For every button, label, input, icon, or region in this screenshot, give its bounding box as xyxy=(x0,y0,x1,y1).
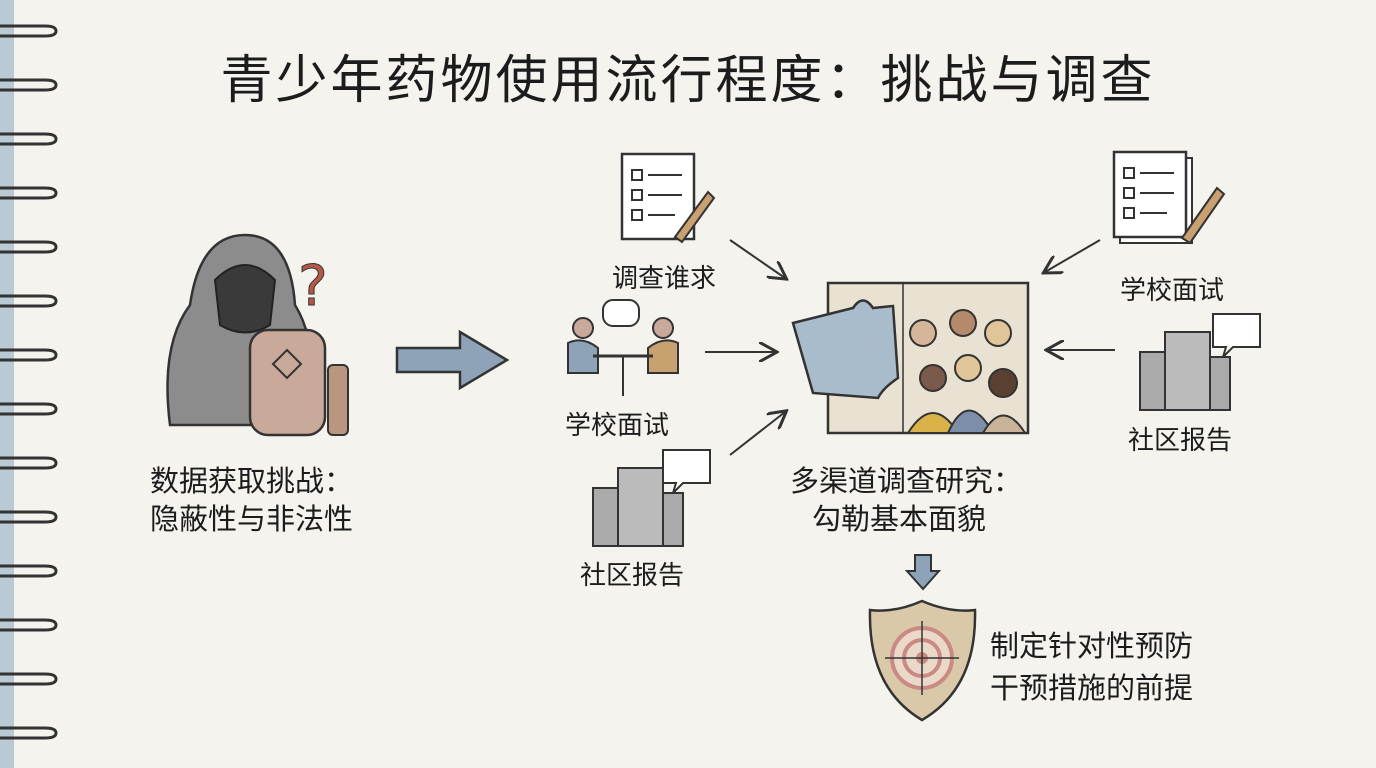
right-school-interview-label: 学校面试 xyxy=(1120,276,1225,306)
pencil-icon xyxy=(1180,186,1226,245)
spiral-ring xyxy=(0,670,60,686)
right-community-report-label: 社区报告 xyxy=(1128,426,1233,456)
survey-checklist-icon xyxy=(620,152,716,244)
pencil-icon xyxy=(673,190,716,244)
challenge-caption-line2: 隐蔽性与非法性 xyxy=(150,502,354,536)
spiral-ring xyxy=(0,346,60,362)
challenge-caption: 数据获取挑战： 隐蔽性与非法性 xyxy=(150,462,353,538)
school-interview-label: 学校面试 xyxy=(565,411,670,441)
speech-bubble-icon xyxy=(662,449,711,494)
spiral-ring xyxy=(0,724,60,740)
spiral-ring xyxy=(0,508,60,524)
down-arrow-icon xyxy=(904,554,942,591)
research-caption: 多渠道调查研究： 勾勒基本面貌 xyxy=(790,462,1022,538)
spiral-ring xyxy=(0,562,60,578)
bottle-icon xyxy=(327,364,349,436)
right-community-building-icon xyxy=(1139,313,1261,411)
spiral-ring xyxy=(0,130,60,146)
hooded-teen-icon: ? xyxy=(166,233,349,437)
right-checklist-icon xyxy=(1112,150,1226,245)
puzzle-piece-icon xyxy=(791,299,900,400)
arrow-right-interview xyxy=(1045,239,1101,272)
spiral-ring xyxy=(0,184,60,200)
community-building-icon xyxy=(592,449,711,547)
shield-target-icon xyxy=(868,599,977,722)
spiral-ring xyxy=(0,292,60,308)
spiral-ring xyxy=(0,76,60,92)
page-title: 青少年药物使用流行程度：挑战与调查 xyxy=(220,51,1156,111)
research-caption-line1: 多渠道调查研究： xyxy=(790,464,1023,498)
spiral-ring xyxy=(0,616,60,632)
outcome-line1: 制定针对性预防 xyxy=(990,629,1194,663)
spiral-ring xyxy=(0,22,60,38)
spiral-ring xyxy=(0,238,60,254)
backpack-icon xyxy=(248,328,327,437)
big-right-arrow-icon xyxy=(395,329,510,391)
survey-label: 调查谁求 xyxy=(612,264,717,294)
speech-bubble-icon xyxy=(1212,313,1261,358)
school-interview-icon xyxy=(567,299,679,396)
spiral-ring xyxy=(0,454,60,470)
community-report-label: 社区报告 xyxy=(580,561,685,591)
puzzle-people-picture xyxy=(791,281,1030,435)
research-caption-line2: 勾勒基本面貌 xyxy=(812,502,987,536)
arrow-survey xyxy=(729,239,785,278)
question-mark-icon: ? xyxy=(298,254,328,319)
spiral-ring xyxy=(0,400,60,416)
challenge-caption-line1: 数据获取挑战： xyxy=(150,464,354,498)
outcome-text: 制定针对性预防 干预措施的前提 xyxy=(990,625,1193,709)
outcome-line2: 干预措施的前提 xyxy=(990,671,1194,705)
arrow-community xyxy=(729,412,785,456)
